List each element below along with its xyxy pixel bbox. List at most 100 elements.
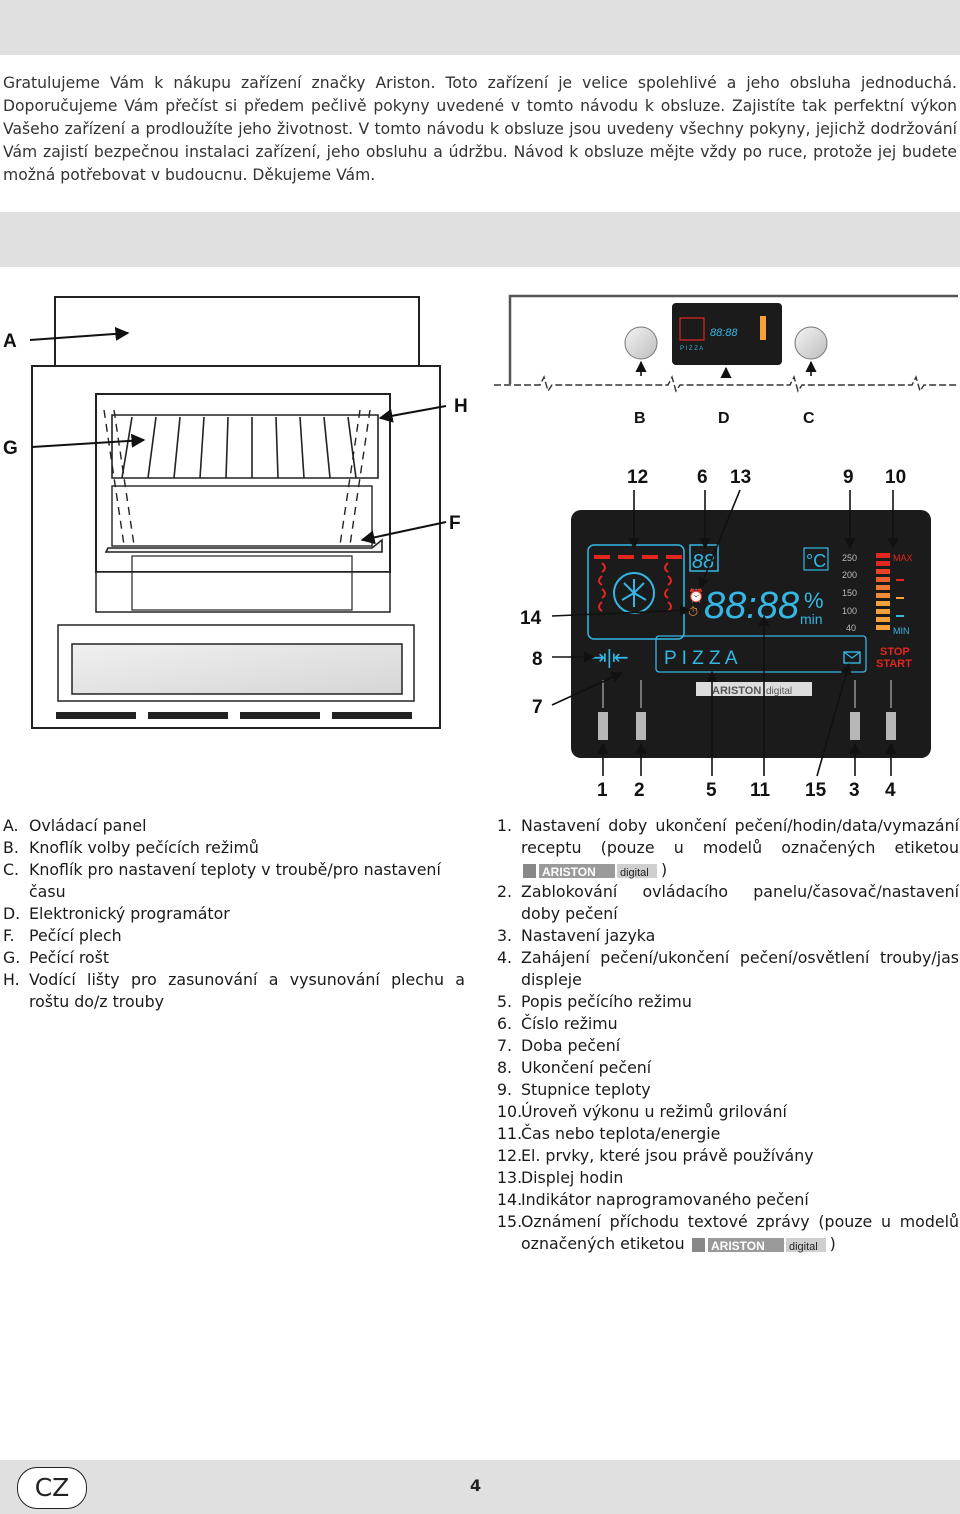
right-guide xyxy=(339,409,371,546)
scale-250: 250 xyxy=(842,553,857,563)
legend-item-7: 7.Doba pečení xyxy=(497,1035,959,1057)
legend-text: Ovládací panel xyxy=(29,816,147,835)
legend-item-f: F. Pečící plech xyxy=(3,925,465,947)
legend-text: Zahájení pečení/ukončení pečení/osvětlen… xyxy=(521,948,959,989)
legend-text: Oznámení příchodu textové zprávy (pouze … xyxy=(521,1212,959,1253)
label-g: G xyxy=(3,438,18,459)
mode-text: P I Z Z A xyxy=(664,648,738,669)
ariston-digital-logo: ARISTON digital xyxy=(523,863,657,879)
legend-item-14: 14.Indikátor naprogramovaného pečení xyxy=(497,1189,959,1211)
legend-text: Knoflík pro nastavení teploty v troubě/p… xyxy=(29,860,441,901)
legend-key: 3. xyxy=(497,926,513,945)
legend-item-c: C. Knoflík pro nastavení teploty v troubě… xyxy=(3,859,465,903)
legend-text: Popis pečícího režimu xyxy=(521,992,692,1011)
svg-text:P I Z Z A: P I Z Z A xyxy=(680,346,703,352)
max-label: MAX xyxy=(893,553,913,563)
callout-7: 7 xyxy=(532,697,543,718)
logo-digital: digital xyxy=(789,1241,818,1253)
legend-key: 6. xyxy=(497,1014,513,1033)
legend-item-11: 11.Čas nebo teplota/energie xyxy=(497,1123,959,1145)
legend-text: Nastavení jazyka xyxy=(521,926,656,945)
callout-12: 12 xyxy=(627,467,648,488)
legend-item-d: D.Elektronický programátor xyxy=(3,903,465,925)
legend-key: 2. xyxy=(497,882,513,901)
legend-text: Vodící lišty pro zasunování a vysunování… xyxy=(29,970,465,1011)
panel-button-4 xyxy=(886,712,896,740)
legend-key: F. xyxy=(3,926,15,945)
main-digits: 88:88 xyxy=(704,585,799,627)
legend-key: C. xyxy=(3,860,20,879)
legend-item-15: 15.Oznámení příchodu textové zprávy (pou… xyxy=(497,1211,959,1255)
knob-b xyxy=(624,326,658,360)
legend-item-4: 4. Zahájení pečení/ukončení pečení/osvětl… xyxy=(497,947,959,991)
min-unit: min xyxy=(800,611,823,627)
legend-item-2: 2. Zablokování ovládacího panelu/časovač/… xyxy=(497,881,959,925)
legend-text: Pečící rošt xyxy=(29,948,110,967)
callout-5: 5 xyxy=(706,780,717,801)
panel-button-3 xyxy=(850,712,860,740)
legend-key: 15. xyxy=(497,1212,523,1231)
callout-9: 9 xyxy=(843,467,854,488)
legend-key: 9. xyxy=(497,1080,513,1099)
legend-text: Zablokování ovládacího panelu/časovač/na… xyxy=(521,882,959,923)
oven-drawing xyxy=(29,296,447,729)
oven-rack xyxy=(111,414,379,479)
legend-item-12: 12.El. prvky, které jsou právě používány xyxy=(497,1145,959,1167)
section-band xyxy=(0,212,960,267)
legend-key: 5. xyxy=(497,992,513,1011)
legend-text: Čas nebo teplota/energie xyxy=(521,1124,721,1143)
legend-item-b: B. Knoflík volby pečících režimů xyxy=(3,837,465,859)
legend-text-end: ) xyxy=(661,860,668,879)
legend-item-9: 9.Stupnice teploty xyxy=(497,1079,959,1101)
logo-brand: ARISTON xyxy=(542,865,596,879)
footer-band xyxy=(0,1460,960,1514)
legend-item-5: 5. Popis pečícího režimu xyxy=(497,991,959,1013)
display-detail: 12 6 13 9 10 14 8 7 88 ⏰ ⏱ 88:88 % min °… xyxy=(520,467,931,801)
stop-label: STOP xyxy=(880,646,910,658)
percent-sign: % xyxy=(804,588,824,613)
language-badge: CZ xyxy=(17,1467,87,1509)
legend-text: Knoflík volby pečících režimů xyxy=(29,838,259,857)
legend-item-1: 1.Nastavení doby ukončení pečení/hodin/d… xyxy=(497,815,959,881)
legend-key: B. xyxy=(3,838,19,857)
legend-key: 11. xyxy=(497,1124,523,1143)
scale-40: 40 xyxy=(846,623,856,633)
legend-key: 4. xyxy=(497,948,513,967)
callout-14: 14 xyxy=(520,608,542,629)
brand-digital: digital xyxy=(766,686,792,697)
legend-right: 1.Nastavení doby ukončení pečení/hodin/d… xyxy=(497,815,959,1255)
legend-text: Číslo režimu xyxy=(521,1014,618,1033)
legend-text-end: ) xyxy=(829,1234,836,1253)
legend-key: G. xyxy=(3,948,21,967)
baking-tray xyxy=(104,538,383,553)
control-panel: 88:88 P I Z Z A xyxy=(494,294,958,393)
callout-6: 6 xyxy=(697,467,708,488)
temperature-bar xyxy=(876,553,890,630)
header-band xyxy=(0,0,960,55)
legend-key: 8. xyxy=(497,1058,513,1077)
end-cooking-icon: ⇥|⇤ xyxy=(590,647,629,669)
scale-100: 100 xyxy=(842,606,857,616)
callout-8: 8 xyxy=(532,649,543,670)
label-b: B xyxy=(634,410,646,427)
callout-10: 10 xyxy=(885,467,906,488)
legend-text: El. prvky, které jsou právě používány xyxy=(521,1146,814,1165)
legend-key: D. xyxy=(3,904,21,923)
legend-item-g: G. Pečící rošt xyxy=(3,947,465,969)
callout-3: 3 xyxy=(849,780,860,801)
legend-text: Pečící plech xyxy=(29,926,122,945)
legend-item-13: 13.Displej hodin xyxy=(497,1167,959,1189)
knob-c xyxy=(794,326,828,360)
min-label: MIN xyxy=(893,626,910,636)
oven-figure: A G H F 88:88 P I Z Z A B D C 12 6 13 9 … xyxy=(3,294,958,801)
page-number: 4 xyxy=(470,1476,482,1495)
intro-paragraph: Gratulujeme Vám k nákupu zařízení značky… xyxy=(3,74,957,184)
logo-brand: ARISTON xyxy=(711,1239,765,1253)
svg-text:88:88: 88:88 xyxy=(710,327,738,339)
legend-item-8: 8.Ukončení pečení xyxy=(497,1057,959,1079)
callout-1: 1 xyxy=(597,780,608,801)
alarm-icon: ⏰ xyxy=(688,587,704,603)
label-h: H xyxy=(454,396,468,417)
legend-text: Indikátor naprogramovaného pečení xyxy=(521,1190,809,1209)
legend-item-10: 10.Úroveň výkonu u režimů grilování xyxy=(497,1101,959,1123)
